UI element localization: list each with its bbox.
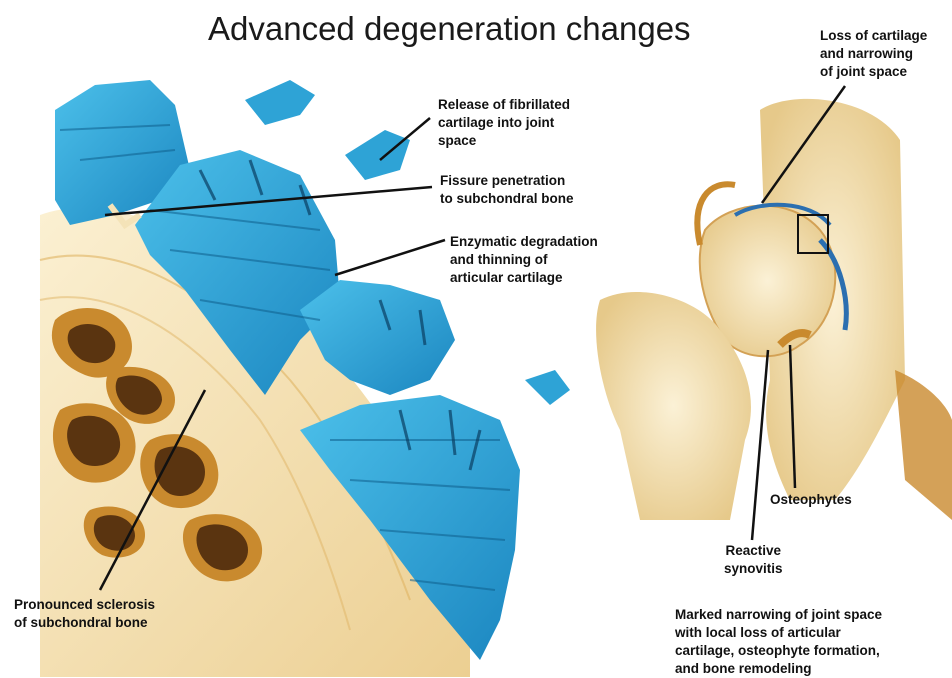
- label-pronounced-sclerosis: Pronounced sclerosis of subchondral bone: [14, 596, 155, 632]
- label-enzymatic-degradation: Enzymatic degradation and thinning of ar…: [450, 233, 598, 287]
- label-fissure-penetration: Fissure penetration to subchondral bone: [440, 172, 574, 208]
- label-release-fibrillated-cartilage: Release of fibrillated cartilage into jo…: [438, 96, 570, 150]
- label-osteophytes: Osteophytes: [770, 491, 852, 509]
- leader-enzymatic: [335, 240, 445, 275]
- diagram-title: Advanced degeneration changes: [208, 10, 691, 48]
- leader-synovitis: [752, 350, 768, 540]
- label-reactive-synovitis: Reactive synovitis: [724, 542, 783, 578]
- hip-joint: [596, 99, 952, 520]
- caption: Marked narrowing of joint space with loc…: [675, 606, 882, 678]
- label-loss-of-cartilage: Loss of cartilage and narrowing of joint…: [820, 27, 927, 81]
